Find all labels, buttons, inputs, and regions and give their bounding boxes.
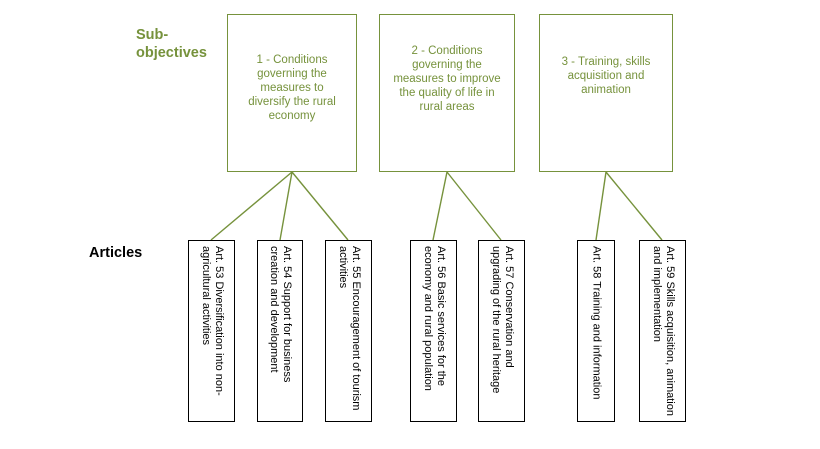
article-text-59: Art. 59 Skills acquisition, animation an…	[650, 246, 676, 416]
article-text-57: Art. 57 Conservation and upgrading of th…	[489, 246, 515, 394]
articles-label: Articles	[89, 245, 143, 261]
connector-obj3-art59	[605, 171, 663, 241]
article-box-55: Art. 55 Encouragement of tourism activit…	[325, 240, 372, 422]
sub-objective-text-3: 3 - Training, skills acquisition and ani…	[561, 56, 651, 96]
sub-objective-box-1: 1 - Conditions governing the measures to…	[227, 14, 357, 172]
article-box-59: Art. 59 Skills acquisition, animation an…	[639, 240, 686, 422]
connector-obj1-art55	[291, 171, 349, 241]
article-text-54: Art. 54 Support for business creation an…	[268, 246, 293, 383]
sub-objectives-label: Sub-objectives	[136, 27, 207, 61]
article-box-54: Art. 54 Support for business creation an…	[257, 240, 303, 422]
sub-objective-text-2: 2 - Conditions governing the measures to…	[393, 45, 501, 113]
sub-objective-box-3: 3 - Training, skills acquisition and ani…	[539, 14, 673, 172]
article-text-56: Art. 56 Basic services for the economy a…	[421, 246, 447, 391]
article-box-56: Art. 56 Basic services for the economy a…	[410, 240, 457, 422]
article-text-55: Art. 55 Encouragement of tourism activit…	[336, 246, 362, 411]
connector-obj1-art53	[210, 171, 293, 241]
connector-obj2-art57	[446, 171, 502, 241]
connector-obj3-art58	[595, 171, 607, 241]
sub-objective-box-2: 2 - Conditions governing the measures to…	[379, 14, 515, 172]
article-text-58: Art. 58 Training and information	[590, 246, 603, 400]
connector-obj2-art56	[432, 171, 448, 241]
article-box-58: Art. 58 Training and information	[577, 240, 615, 422]
connector-obj1-art54	[279, 171, 293, 241]
article-text-53: Art. 53 Diversification into non-agricul…	[199, 246, 225, 396]
article-box-57: Art. 57 Conservation and upgrading of th…	[478, 240, 525, 422]
article-box-53: Art. 53 Diversification into non-agricul…	[188, 240, 235, 422]
sub-objective-text-1: 1 - Conditions governing the measures to…	[248, 54, 336, 122]
